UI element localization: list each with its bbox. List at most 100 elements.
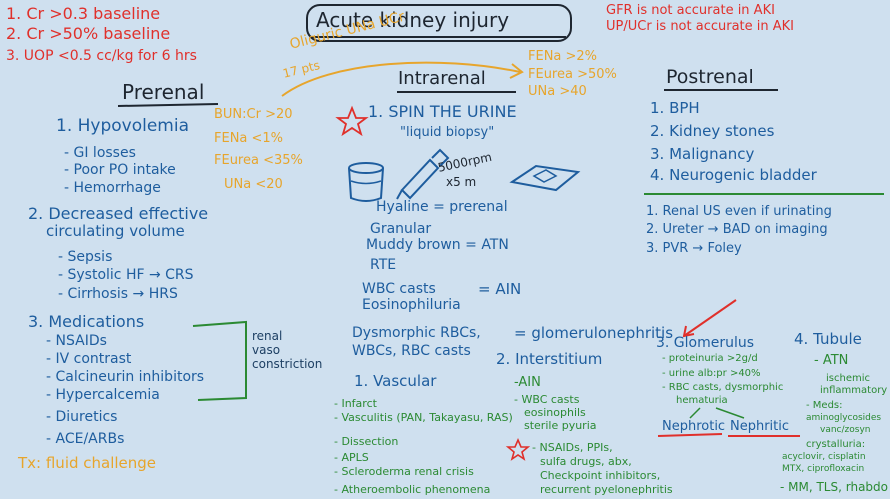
spin-urine: 1. SPIN THE URINE: [368, 102, 517, 121]
cast-eosin: Eosinophiluria: [362, 297, 461, 313]
glom-hematuria: hematuria: [676, 395, 728, 406]
vasc-scleroderma: - Scleroderma renal crisis: [334, 465, 474, 478]
tub-aminoglycosides: aminoglycosides: [806, 413, 882, 423]
interstitium-heading: 2. Interstitium: [496, 350, 603, 368]
cast-muddy: Muddy brown = ATN: [366, 237, 509, 253]
gfr-note-2: UP/UCr is not accurate in AKI: [606, 19, 795, 34]
decreased-heading-1: 2. Decreased effective: [28, 204, 209, 223]
prerenal-lab-feurea: FEurea <35%: [214, 153, 303, 168]
nephritic-label: Nephritic: [730, 419, 790, 434]
inter-drug-3: Checkpoint inhibitors,: [540, 469, 661, 482]
cast-ain: = AIN: [478, 280, 522, 298]
post-workup-us: 1. Renal US even if urinating: [646, 204, 832, 219]
tubule-heading: 4. Tubule: [794, 330, 862, 348]
intrarenal-lab-feurea: FEurea >50%: [528, 67, 617, 82]
prerenal-lab-una: UNa <20: [224, 177, 283, 192]
dysmorphic-rbc: Dysmorphic RBCs,: [352, 325, 481, 341]
tx-fluid-challenge: Tx: fluid challenge: [18, 454, 157, 472]
hypo-item-hem: - Hemorrhage: [64, 180, 161, 196]
pipette-icon: [396, 148, 450, 200]
dec-item-hf: - Systolic HF → CRS: [58, 267, 194, 283]
meds-bracket: [192, 320, 247, 401]
star-icon-small: [505, 437, 531, 461]
hypo-item-po: - Poor PO intake: [64, 162, 176, 178]
post-workup-ureter: 2. Ureter → BAD on imaging: [646, 222, 828, 237]
tub-ischemic: ischemic: [826, 373, 870, 384]
post-cause-bph: 1. BPH: [650, 99, 700, 117]
oliguric-arrowhead: [509, 63, 524, 79]
cast-hyaline: Hyaline = prerenal: [376, 199, 508, 215]
med-item-calcineurin: - Calcineurin inhibitors: [46, 369, 205, 385]
tub-atn: - ATN: [814, 353, 849, 368]
tub-vanc: vanc/zosyn: [820, 425, 871, 435]
tub-mtx: MTX, ciprofloxacin: [782, 464, 865, 474]
nephrotic-label: Nephrotic: [662, 419, 726, 434]
tub-acyclovir: acyclovir, cisplatin: [782, 452, 866, 462]
renal-vaso-2: vaso: [252, 343, 281, 357]
glom-proteinuria: - proteinuria >2g/d: [662, 353, 758, 364]
inter-wbc: - WBC casts: [514, 393, 580, 406]
gfr-note-1: GFR is not accurate in AKI: [606, 3, 775, 18]
med-item-diuretics: - Diuretics: [46, 409, 118, 425]
urine-cup-icon: [348, 162, 384, 202]
tub-mm: - MM, TLS, rhabdo: [780, 480, 888, 494]
decreased-heading-2: circulating volume: [46, 222, 185, 240]
prerenal-lab-fena: FENa <1%: [214, 131, 284, 146]
cast-rte: RTE: [370, 257, 397, 273]
inter-eos: eosinophils: [524, 406, 586, 419]
glom-rbc-casts: - RBC casts, dysmorphic: [662, 382, 784, 393]
med-item-contrast: - IV contrast: [46, 351, 132, 367]
inter-ain: -AIN: [514, 375, 541, 390]
page-title: Acute kidney injury: [316, 8, 510, 32]
vasc-dissection: - Dissection: [334, 435, 399, 448]
vasc-infarct: - Infarct: [334, 397, 377, 410]
prerenal-heading: Prerenal: [122, 80, 205, 104]
intrarenal-lab-una: UNa >40: [528, 84, 587, 99]
star-icon: [335, 105, 369, 137]
tub-meds: - Meds:: [806, 400, 843, 411]
hypo-item-gi: - GI losses: [64, 145, 136, 161]
postrenal-heading: Postrenal: [666, 66, 754, 88]
med-item-hypercalcemia: - Hypercalcemia: [46, 387, 160, 403]
renal-vaso-1: renal: [252, 329, 283, 343]
inter-drug-1: - NSAIDs, PPIs,: [532, 441, 613, 454]
criteria-3: 3. UOP <0.5 cc/kg for 6 hrs: [6, 48, 197, 64]
cast-granular: Granular: [370, 221, 432, 237]
vascular-heading: 1. Vascular: [354, 372, 437, 390]
medications-heading: 3. Medications: [28, 312, 145, 331]
tub-inflammatory: inflammatory: [820, 385, 888, 396]
vasc-atheroembolic: - Atheroembolic phenomena: [334, 483, 491, 496]
nephrotic-split: [689, 407, 745, 419]
rpm-minutes: x5 m: [446, 175, 477, 189]
oliguric-arrow: [281, 61, 521, 97]
dec-item-cirrhosis: - Cirrhosis → HRS: [58, 286, 178, 302]
glom-alb: - urine alb:pr >40%: [662, 368, 761, 379]
vasc-apls: - APLS: [334, 451, 369, 464]
inter-pyuria: sterile pyuria: [524, 419, 597, 432]
glomerulus-arrow: [683, 299, 737, 337]
post-cause-malignancy: 3. Malignancy: [650, 145, 755, 163]
hypovolemia-heading: 1. Hypovolemia: [56, 116, 190, 136]
cast-wbc: WBC casts: [362, 281, 436, 297]
med-item-ace: - ACE/ARBs: [46, 431, 125, 447]
med-item-nsaids: - NSAIDs: [46, 333, 107, 349]
wbc-rbc-casts: WBCs, RBC casts: [352, 343, 471, 359]
glomerulonephritis-label: = glomerulonephritis: [514, 324, 674, 342]
post-cause-stones: 2. Kidney stones: [650, 122, 775, 140]
inter-drug-2: sulfa drugs, abx,: [540, 455, 632, 468]
glomerulus-arrowhead: [682, 325, 695, 338]
liquid-biopsy: "liquid biopsy": [400, 125, 495, 140]
vasc-vasculitis: - Vasculitis (PAN, Takayasu, RAS): [334, 411, 513, 424]
tub-crystalluria: crystalluria:: [806, 439, 866, 450]
title-box: [306, 4, 572, 42]
glomerulus-heading: 3. Glomerulus: [656, 335, 755, 351]
prerenal-underline: [117, 103, 219, 107]
intrarenal-lab-fena: FENa >2%: [528, 49, 598, 64]
renal-vaso-3: constriction: [252, 357, 323, 371]
post-cause-neurogenic: 4. Neurogenic bladder: [650, 166, 817, 184]
intrarenal-heading: Intrarenal: [398, 68, 486, 89]
prerenal-lab-bun: BUN:Cr >20: [214, 107, 293, 122]
inter-drug-4: recurrent pyelonephritis: [540, 483, 673, 496]
criteria-1: 1. Cr >0.3 baseline: [6, 4, 161, 23]
